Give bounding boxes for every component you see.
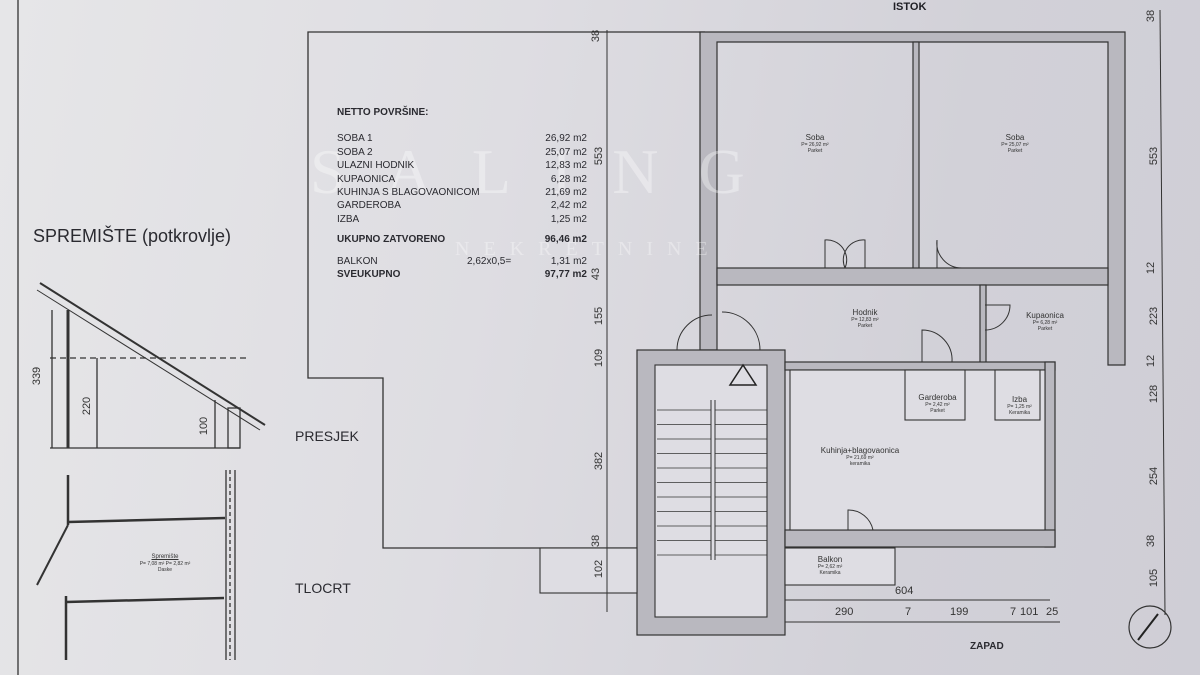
garderoba-box [904,369,966,421]
terrace-outline [307,31,705,549]
roof-line [39,282,266,426]
dim-bottom-total: 604 [895,585,914,597]
dim-left: 155 [593,306,606,326]
dim-right: 223 [1148,306,1161,326]
dim-right: 38 [1145,9,1158,23]
attic-dim: 339 [31,366,44,386]
dim-right: 12 [1145,354,1158,368]
table-title: NETTO POVRŠINE: [337,107,429,118]
dim-bottom: 101 [1020,606,1039,618]
dim-bottom: 7 [905,606,912,618]
orientation-west: ZAPAD [970,641,1004,652]
dim-right: 105 [1148,568,1161,588]
dim-left: 38 [590,534,603,548]
dim-right: 254 [1148,466,1161,486]
north-arrow-icon [1128,605,1172,649]
section-label: PRESJEK [295,428,359,444]
dim-right: 12 [1145,261,1158,275]
dim-left: 102 [593,559,606,579]
dim-left: 109 [593,348,606,368]
doors [676,239,1011,531]
attic-dim: 100 [198,416,211,436]
stairs [710,400,716,560]
dim-left: 43 [590,267,603,281]
dim-left: 382 [593,451,606,471]
dim-bottom: 25 [1046,606,1059,618]
dim-left: 38 [590,29,603,43]
dim-bottom: 7 [1010,606,1017,618]
dim-right: 553 [1148,146,1161,166]
attic-title: SPREMIŠTE (potkrovlje) [33,226,232,246]
watermark-saling: SALING [310,136,785,207]
dim-left: 553 [593,146,606,166]
attic-dim: 220 [81,396,94,416]
up-arrow-icon [728,363,758,386]
balcony-box [784,547,896,586]
dim-bottom: 199 [950,606,969,618]
watermark-nekretnine: NEKRETNINE [455,238,722,260]
dim-right: 38 [1145,534,1158,548]
izba-box [994,369,1041,421]
dim-bottom: 290 [835,606,854,618]
room-label-spremiste: Spremište P= 7,08 m² P= 2,82 m² Daske [139,554,191,573]
dimension-lines [606,9,1166,623]
orientation-east: ISTOK [893,1,927,13]
dim-right: 128 [1148,384,1161,404]
plan-label: TLOCRT [295,580,351,596]
